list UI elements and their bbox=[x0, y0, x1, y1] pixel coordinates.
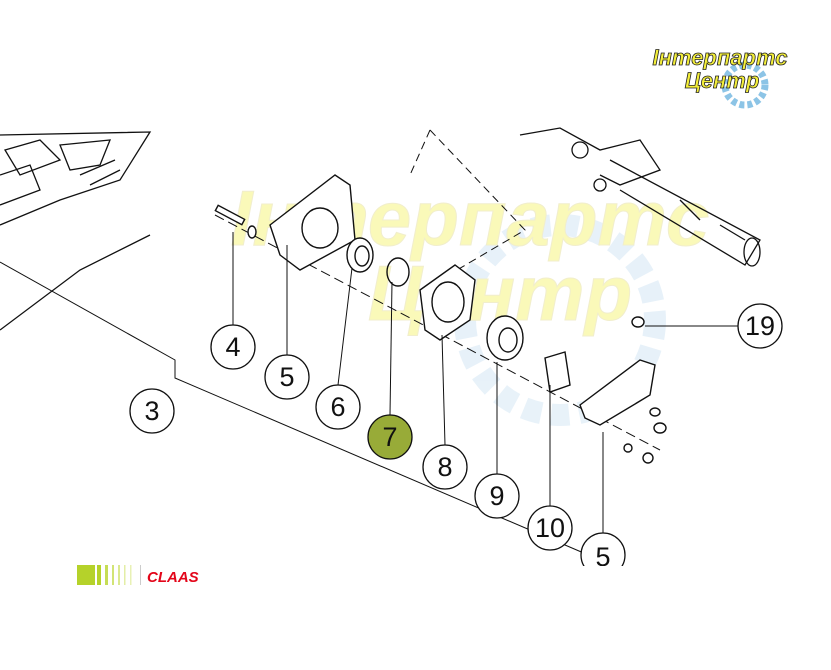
callout-10[interactable]: 10 bbox=[527, 505, 573, 551]
callout-6[interactable]: 6 bbox=[315, 384, 361, 430]
washer-part bbox=[247, 225, 257, 239]
svg-text:10: 10 bbox=[535, 513, 565, 543]
callout-8[interactable]: 8 bbox=[422, 444, 468, 490]
svg-text:6: 6 bbox=[330, 392, 345, 422]
svg-text:8: 8 bbox=[437, 452, 452, 482]
callout-7-highlighted[interactable]: 7 bbox=[367, 414, 413, 460]
parts bbox=[214, 174, 667, 464]
svg-text:Центр: Центр bbox=[685, 68, 760, 93]
machine-frame-sketch bbox=[0, 131, 152, 331]
claas-logo: CLAAS bbox=[77, 565, 199, 586]
svg-text:4: 4 bbox=[225, 332, 240, 362]
callout-4[interactable]: 4 bbox=[210, 324, 256, 370]
callout-5[interactable]: 5 bbox=[264, 354, 310, 400]
interparts-logo: Інтерпартс Центр bbox=[652, 45, 788, 109]
callout-19[interactable]: 19 bbox=[737, 303, 783, 349]
bushing-part bbox=[544, 351, 571, 393]
callout-3[interactable]: 3 bbox=[129, 388, 175, 434]
svg-text:5: 5 bbox=[279, 362, 294, 392]
svg-text:3: 3 bbox=[144, 396, 159, 426]
shaft-sketch bbox=[519, 127, 761, 267]
callout-9[interactable]: 9 bbox=[474, 473, 520, 519]
svg-text:7: 7 bbox=[382, 422, 397, 452]
callout-5-right[interactable]: 5 bbox=[580, 532, 626, 577]
bolt-part bbox=[214, 204, 246, 226]
svg-text:Інтерпартс: Інтерпартс bbox=[653, 45, 788, 70]
leader-lines bbox=[232, 232, 738, 533]
svg-text:5: 5 bbox=[595, 542, 610, 572]
plug-part bbox=[631, 316, 645, 328]
svg-text:19: 19 bbox=[745, 311, 775, 341]
ring-part bbox=[386, 257, 410, 287]
svg-text:9: 9 bbox=[489, 481, 504, 511]
assembly-outline bbox=[409, 129, 526, 281]
svg-text:CLAAS: CLAAS bbox=[147, 569, 199, 586]
bracket-right-part bbox=[579, 359, 656, 426]
leader-3 bbox=[0, 261, 601, 561]
